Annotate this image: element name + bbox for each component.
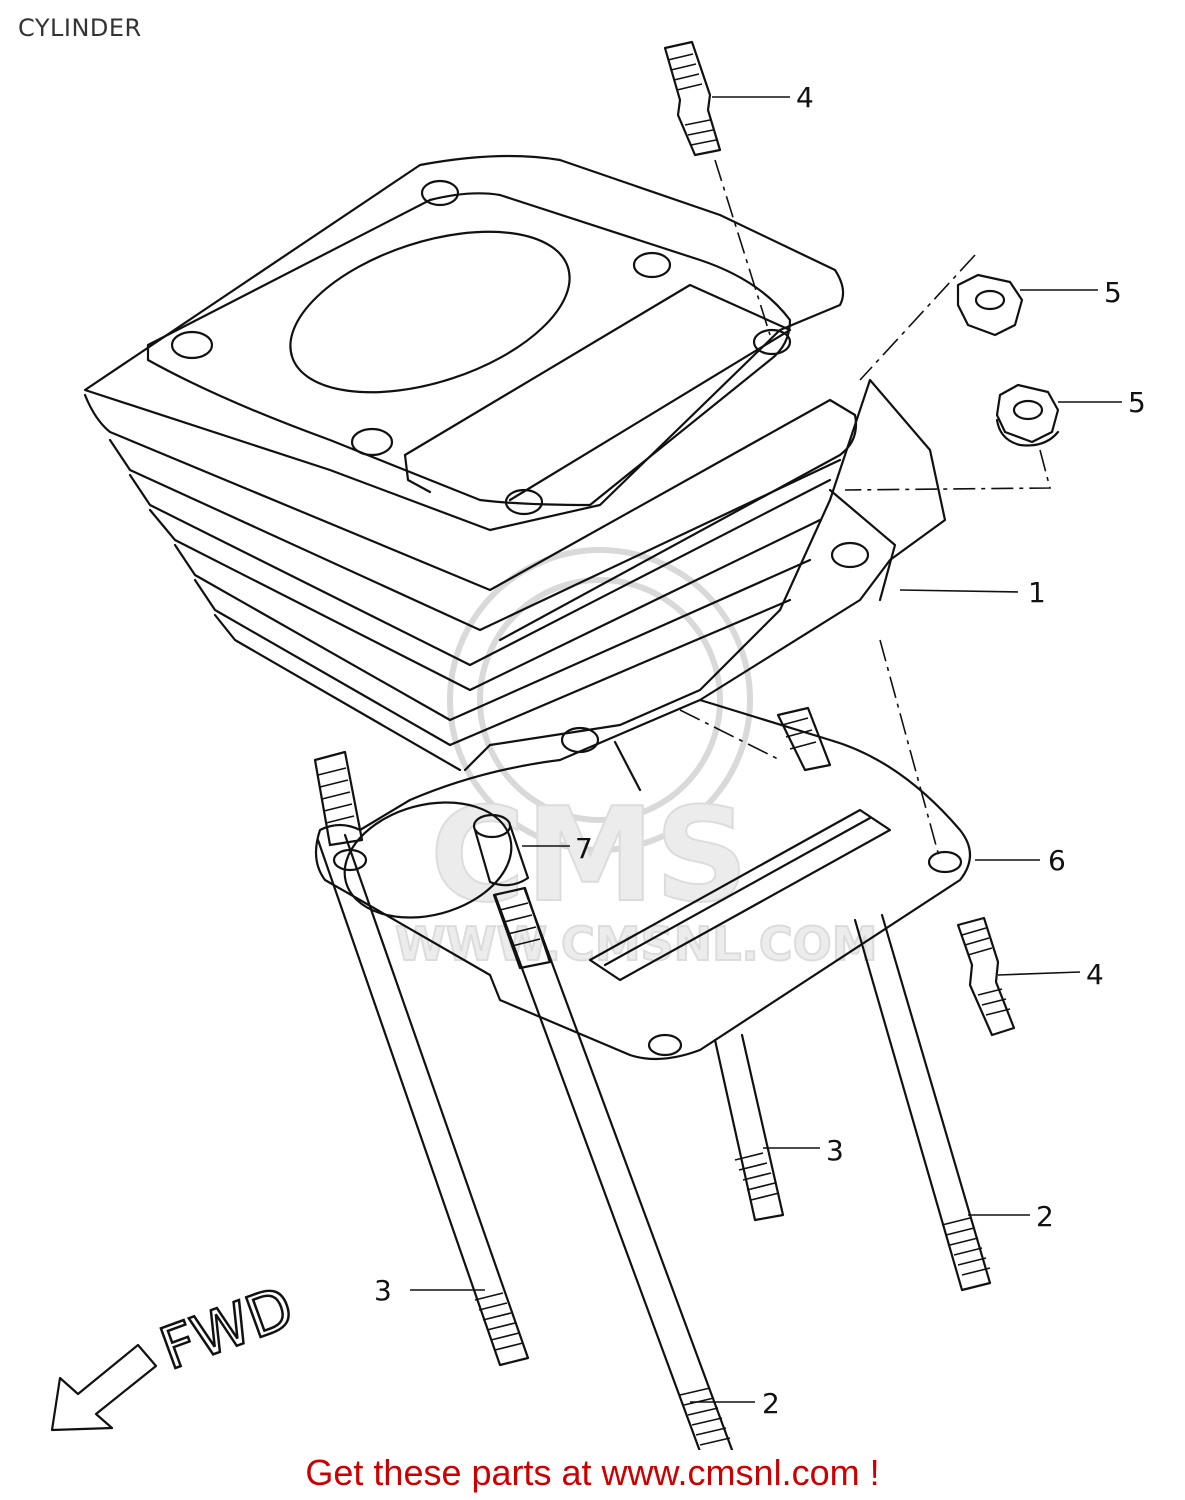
callout-4-lower: 4 — [1086, 958, 1104, 991]
callout-3-rear: 3 — [826, 1134, 844, 1167]
forward-arrow-icon — [50, 1343, 158, 1432]
callout-1: 1 — [1028, 576, 1046, 609]
leader-lines — [410, 96, 1122, 1403]
callout-5-lower: 5 — [1128, 386, 1146, 419]
callout-2-front: 2 — [762, 1387, 780, 1420]
callout-2-right: 2 — [1036, 1200, 1054, 1233]
long-studs — [313, 706, 992, 1450]
forward-direction-indicator: FWD — [50, 1272, 303, 1432]
fwd-label: FWD — [152, 1273, 302, 1383]
callout-5-upper: 5 — [1104, 276, 1122, 309]
callout-4-upper: 4 — [796, 81, 814, 114]
watermark: CMS WWW.CMSNL.COM — [394, 547, 879, 972]
base-gasket — [314, 698, 972, 1061]
dowel-pin — [472, 813, 530, 887]
page-title: CYLINDER — [18, 14, 142, 42]
alignment-lines — [679, 159, 1052, 861]
callout-7: 7 — [575, 832, 593, 865]
callout-numbers: 4 5 5 1 6 4 7 3 2 3 2 — [374, 81, 1146, 1420]
flange-nut-upper — [956, 273, 1024, 337]
footer-link-text[interactable]: Get these parts at www.cmsnl.com ! — [305, 1452, 880, 1493]
watermark-url-text: WWW.CMSNL.COM — [395, 917, 878, 971]
stud-upper-4 — [663, 40, 722, 157]
callout-6: 6 — [1048, 844, 1066, 877]
flange-nut-lower — [995, 383, 1060, 447]
callout-3-left: 3 — [374, 1274, 392, 1307]
stud-lower-4 — [956, 916, 1016, 1037]
cylinder-block — [83, 154, 947, 792]
cylinder-exploded-diagram: CMS WWW.CMSNL.COM — [50, 40, 1146, 1450]
